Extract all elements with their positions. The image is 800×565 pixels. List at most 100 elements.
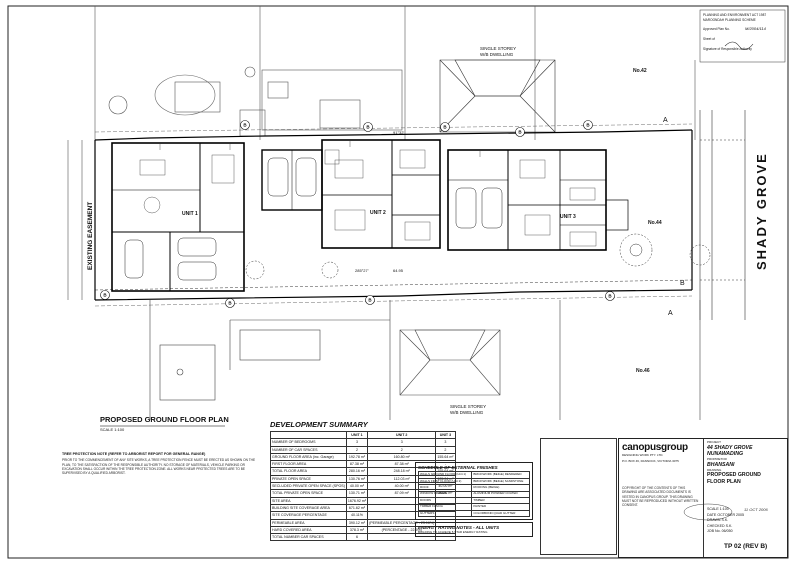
dev-cell: 280.16 m² xyxy=(345,467,369,476)
scale-value: 1:100 xyxy=(719,507,729,511)
section-markers xyxy=(100,120,615,308)
marker-b-8: B xyxy=(608,294,612,299)
dev-row-label: TOTAL PRIVATE OPEN SPACE xyxy=(270,489,347,498)
drawing-name: PROPOSED GROUND FLOOR PLAN xyxy=(707,472,761,485)
stamp-line-4: Sheet of xyxy=(703,37,715,41)
drawn-value: S.K. xyxy=(721,518,729,523)
stamp-line-1: PLANNING AND ENVIRONMENT ACT 1987 xyxy=(703,13,766,17)
dev-row-label: BUILDING SITE COVERAGE AREA xyxy=(270,503,347,513)
north-dwelling-roof xyxy=(439,59,556,133)
stamp-line-2: MAROONDAH PLANNING SCHEME xyxy=(703,18,756,22)
client-name: BHANSANI xyxy=(707,461,735,468)
dev-cell: 378.3 m² xyxy=(345,525,369,535)
dev-cell: 390.12 m² xyxy=(345,518,369,527)
checked-value: S.K. xyxy=(725,523,733,528)
dev-cell: 130.76 m² xyxy=(345,474,369,484)
finish-item: WALLS GROUND FLOOR (Unit 1) xyxy=(417,471,473,479)
dev-cell: 2 xyxy=(367,445,437,454)
lot-46-label: No.46 xyxy=(636,368,650,374)
company-sub: DESIGNING WORK PTY. LTD. xyxy=(622,453,664,457)
external-finishes: SCHEDULE OF EXTERNAL FINISHES WALLS GROU… xyxy=(415,462,533,538)
unit-1-label: UNIT 1 xyxy=(182,211,198,217)
dev-row-label: SITE AREA xyxy=(270,496,347,505)
marker-b-4: B xyxy=(586,123,590,128)
dev-cell: 192.78 m² xyxy=(345,452,369,462)
scale-label: SCALE xyxy=(707,507,719,511)
dev-col-header: UNIT 1 xyxy=(345,430,369,440)
section-marker-labels: B B B B B B B B B xyxy=(103,123,612,306)
finish-material: ALUMINIUM POWDER COATED xyxy=(471,490,530,498)
tree-note-subheading: (REFER TO ARBORIST REPORT FOR GENERAL RA… xyxy=(108,452,206,456)
company-address: P.O. BOX 46, RANNOCK, VICTORIA 3075 xyxy=(622,458,679,463)
marker-b-2: B xyxy=(366,125,370,130)
plan-scale: SCALE 1:100 xyxy=(100,427,125,432)
marker-b-9: B xyxy=(368,298,372,303)
dev-cell: 2 xyxy=(435,445,456,454)
dev-cell: 87.38 m² xyxy=(345,460,369,469)
checked-label: CHECKED xyxy=(707,523,725,528)
top-bearing: 91°32' xyxy=(393,130,404,135)
dev-row: GROUND FLOOR AREA (inc. Garage)192.78 m²… xyxy=(270,452,456,462)
project-label: PROJECT xyxy=(707,440,722,444)
section-a-north: A xyxy=(663,117,668,124)
dev-row-label: TOTAL FLOOR AREA xyxy=(270,467,347,476)
finish-item: GUTTERS xyxy=(417,509,473,518)
street-name: SHADY GROVE xyxy=(754,152,769,270)
company-block: canopusgroup DESIGNING WORK PTY. LTD. P.… xyxy=(622,442,700,463)
job-label: JOB No. xyxy=(707,529,721,534)
dev-row-label: FIRST FLOOR AREA xyxy=(270,460,347,469)
dev-cell: 671.62 m² xyxy=(345,503,369,513)
finish-item: TIMBER FASCIA xyxy=(417,503,473,511)
section-b-marker: B xyxy=(680,280,685,287)
energy-title: ENERGY RATING NOTES - ALL UNITS xyxy=(418,525,500,531)
finish-item: ROOF xyxy=(417,484,473,492)
drawing-meta: SCALE 1:100 DATE OCTOBER 2005 DRAWN S.K.… xyxy=(707,507,744,535)
sheet-border xyxy=(7,5,789,559)
plan-labels: A A B No.42 No.44 No.46 SINGLE STOREY W/… xyxy=(87,46,769,415)
dev-col-header xyxy=(270,430,347,440)
finish-material: COLORBOND QUAD GUTTER xyxy=(471,509,530,518)
finish-material: ROOFING (BEIGE) xyxy=(471,484,530,492)
dev-cell: 40.11% xyxy=(345,511,369,520)
finish-material: PAINTED xyxy=(471,503,530,511)
dev-cell: 3 xyxy=(435,438,456,447)
dev-cell: 3 xyxy=(345,438,369,447)
marker-b-5: B xyxy=(518,130,522,135)
dev-col-header: UNIT 2 xyxy=(367,430,437,440)
copyright-note: COPYRIGHT OF THE CONTENTS OF THIS DRAWIN… xyxy=(622,486,699,508)
received-date: 11 OCT 2006 xyxy=(744,507,768,512)
unit-3-label: UNIT 3 xyxy=(560,214,576,220)
project-address: 44 SHADY GROVE xyxy=(707,444,753,451)
unit-2-label: UNIT 2 xyxy=(370,210,386,216)
date-label: DATE xyxy=(707,512,717,517)
dev-row-label: PERMEABLE AREA xyxy=(270,518,347,527)
dev-row-label: TOTAL NUMBER CAR SPACES xyxy=(270,533,347,542)
stamp-line-5: Signature of Responsible Authority xyxy=(703,47,752,51)
easement-strip xyxy=(67,140,83,300)
dev-cell: 3 xyxy=(367,438,437,447)
stamp-ref: M/2004/114 xyxy=(745,26,767,31)
dev-row-label: GROUND FLOOR AREA (inc. Garage) xyxy=(270,452,347,462)
bottom-bearing: 285°27' xyxy=(355,268,369,273)
lot-42-label: No.42 xyxy=(633,68,647,74)
marker-b-1: B xyxy=(243,123,247,128)
site-boundary xyxy=(94,129,693,301)
drawn-label: DRAWN xyxy=(707,518,721,523)
finish-item: DOORS xyxy=(417,496,473,505)
dev-cell: 2 xyxy=(345,445,369,454)
bottom-distance: 64.95 xyxy=(393,268,404,273)
tree-protection-note: TREE PROTECTION NOTE (REFER TO ARBORIST … xyxy=(62,452,262,476)
south-dwelling-label-2: W/B DWELLING xyxy=(450,410,484,415)
dev-row-label: PRIVATE OPEN SPACE xyxy=(270,474,347,484)
easement-label: EXISTING EASEMENT xyxy=(87,202,94,270)
dev-row-label: SITE COVERAGE PERCENTAGE xyxy=(270,511,347,520)
